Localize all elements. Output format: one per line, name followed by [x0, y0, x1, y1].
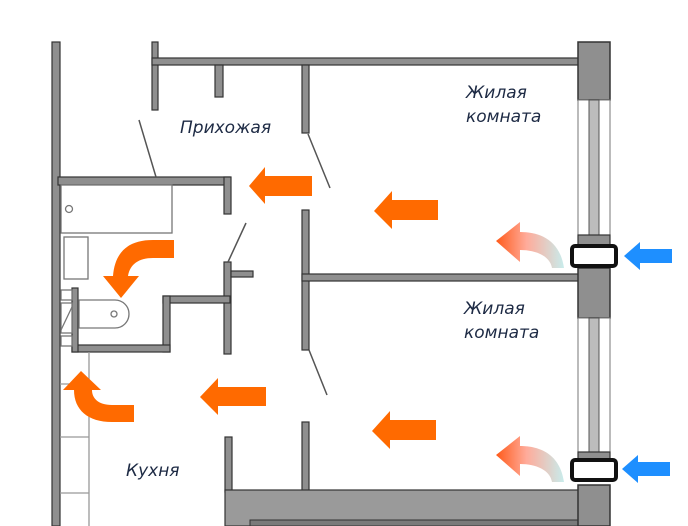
outdoor-air-arrow-lower — [622, 455, 670, 483]
right-outer-wall — [577, 41, 611, 526]
airflow-arrows — [63, 167, 672, 483]
fresh-air-warming-lower — [496, 436, 564, 482]
flow-arrow-kitchen-curved — [63, 371, 134, 422]
bottom-wall — [224, 489, 609, 526]
flow-arrow-living-room-1 — [374, 191, 438, 229]
room-label-living-room-2-line2: комната — [464, 323, 540, 343]
flow-arrow-corridor — [200, 378, 266, 415]
riser-slash — [60, 306, 73, 331]
room-label-living-room-1-line1: Жилая — [466, 83, 527, 103]
bathtub — [60, 184, 173, 234]
riser-box-3 — [60, 335, 73, 347]
flow-arrow-hallway — [249, 167, 312, 204]
toilet-bowl — [110, 310, 118, 318]
sink — [63, 236, 89, 280]
window-inlet-vent-upper — [570, 244, 618, 268]
corridor-wall — [224, 209, 310, 493]
door-line-living-room-2 — [308, 349, 328, 396]
bathroom-fixtures — [60, 184, 173, 347]
room-label-living-room-1-line2: комната — [466, 107, 542, 127]
room-label-kitchen: Кухня — [126, 461, 180, 481]
room-label-living-room-2-line1: Жилая — [464, 299, 525, 319]
room-label-hallway: Прихожая — [180, 118, 272, 138]
room-divider-wall — [301, 273, 583, 282]
bathroom-lower-walls — [71, 261, 254, 355]
toilet — [78, 299, 130, 329]
flow-arrow-bathroom-curved — [103, 240, 174, 298]
door-swings — [138, 119, 331, 396]
bathtub-drain — [64, 204, 74, 214]
door-line-hallway-entry — [138, 119, 157, 178]
walls — [51, 41, 618, 526]
flow-arrow-living-room-2 — [372, 411, 436, 449]
left-outer-wall — [51, 41, 61, 526]
door-line-living-room-1 — [307, 133, 331, 189]
fresh-air-warming-upper — [496, 222, 564, 268]
outdoor-air-arrow-upper — [624, 242, 672, 270]
riser-box-1 — [60, 289, 73, 301]
door-line-bathroom — [227, 222, 247, 263]
window-inlet-vent-lower — [570, 458, 618, 482]
